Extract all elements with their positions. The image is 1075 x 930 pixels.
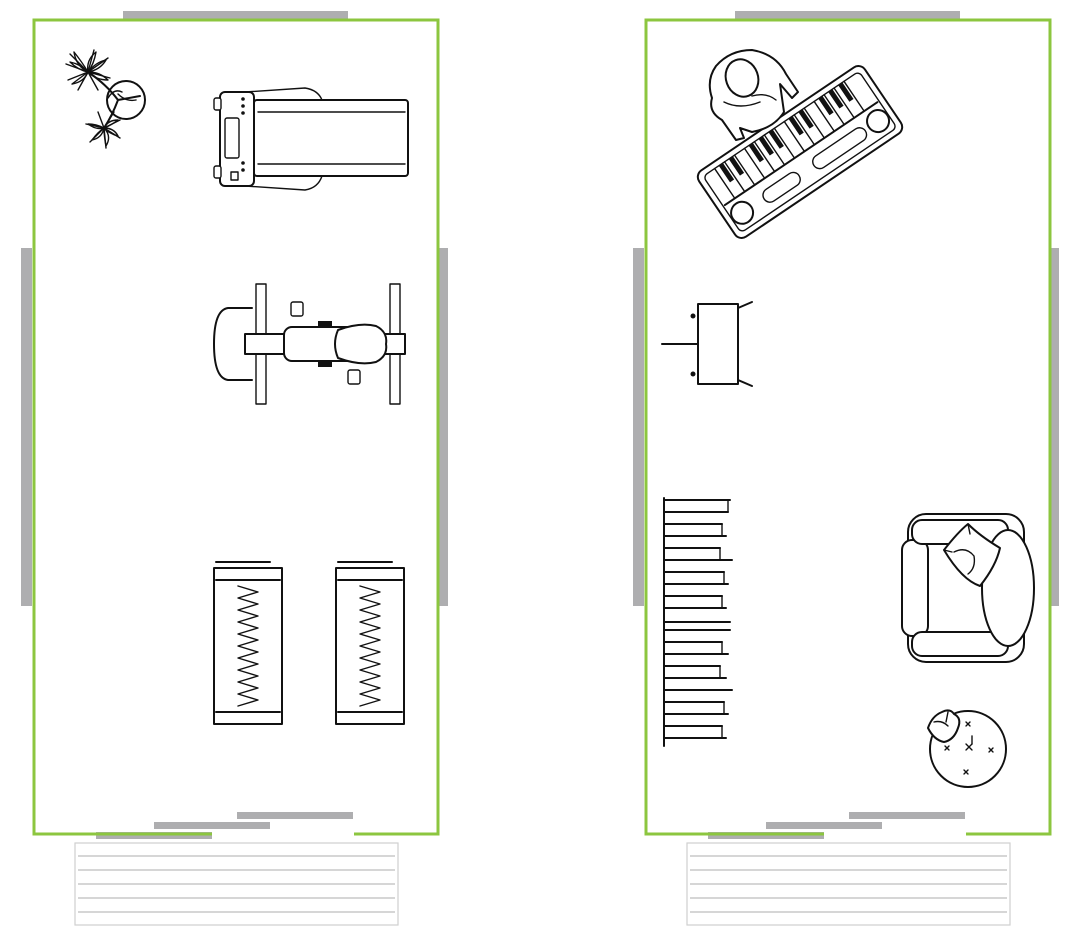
door-panel (237, 812, 353, 819)
window-top (735, 11, 960, 20)
window-top (123, 11, 348, 20)
room-right (633, 11, 1059, 926)
exercise-mat-icon (213, 561, 283, 725)
window-right (439, 248, 448, 606)
plant-icon (65, 49, 146, 149)
room-wall (644, 18, 1052, 836)
bookshelf-icon (663, 497, 733, 747)
person-at-keyboard-icon (696, 49, 904, 239)
stairs (74, 842, 399, 926)
stairs (686, 842, 1011, 926)
room-wall (32, 18, 440, 836)
exercise-mat-icon (335, 561, 405, 725)
door-panel (849, 812, 965, 819)
window-left (21, 248, 32, 606)
window-right (1050, 248, 1059, 606)
armchair-icon (901, 513, 1035, 663)
door-panel (154, 822, 270, 829)
window-left (633, 248, 644, 606)
treadmill-icon (213, 87, 409, 191)
room-left (21, 11, 448, 926)
door-panel (766, 822, 882, 829)
weight-bench-icon (213, 283, 406, 405)
side-table-icon (661, 301, 753, 387)
round-table-icon (927, 709, 1007, 788)
